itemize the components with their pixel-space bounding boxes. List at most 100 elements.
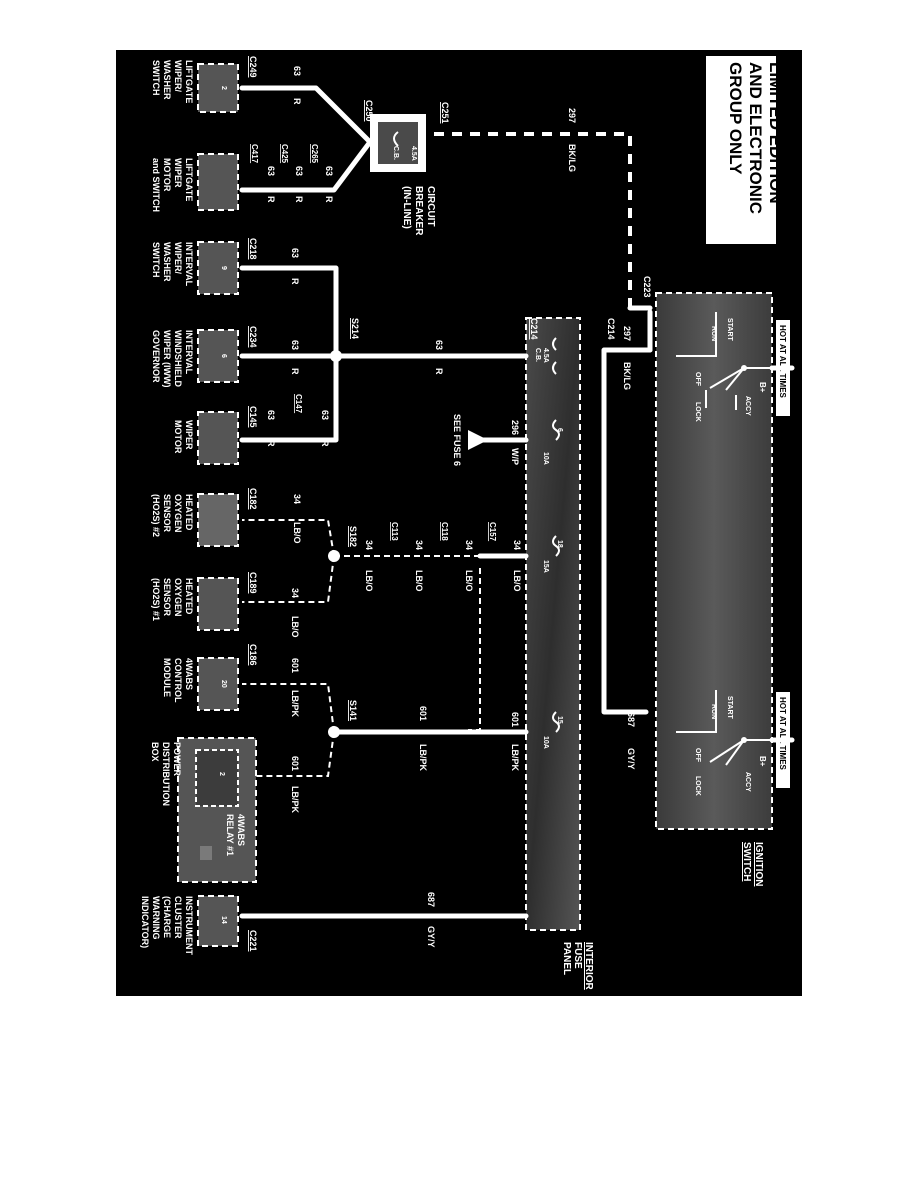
ignition-switch-label-1: IGNITION <box>753 842 764 886</box>
wire-687-color: GY/Y <box>626 748 636 770</box>
banner-line-1: LIMITED EDITION <box>766 62 785 204</box>
wire-63-9-number: 63 <box>266 410 276 420</box>
cluster-l3: (CHARGE <box>162 896 172 938</box>
ign2-start: START <box>726 696 733 720</box>
connector-c417: C417 <box>250 144 259 164</box>
wire-34-3-number: 34 <box>414 540 424 550</box>
wire-601-abs-module <box>242 683 335 733</box>
cluster-l1: INSTRUMENT <box>184 896 194 955</box>
ignition-switch-contacts-1: B+ ACCY START RUN OFF LOCK <box>676 312 772 422</box>
wire-63-wiper-motor <box>239 353 339 443</box>
connector-c234: C234 <box>248 326 258 348</box>
ign1-lock: LOCK <box>694 402 701 422</box>
heated-oxygen-sensor-2: HEATED OXYGEN SENSOR (HO2S) #2 <box>151 493 239 547</box>
ho2s1-l3: SENSOR <box>162 578 172 617</box>
wire-34-3-color: LB/O <box>414 570 424 592</box>
wire-63-liftgate-switch <box>239 85 373 145</box>
banner-text: LIMITED EDITION AND ELECTRONIC GROUP ONL… <box>726 62 785 214</box>
interval-switch-l1: INTERVAL <box>184 242 194 287</box>
wire-34-ho2s2 <box>242 519 335 557</box>
see-fuse-6: SEE FUSE 6 <box>452 414 462 466</box>
splice-s214-label: S214 <box>350 318 360 339</box>
wire-63-1-number: 63 <box>292 66 302 76</box>
wire-63-4-number: 63 <box>266 166 276 176</box>
connector-c157: C157 <box>488 522 497 542</box>
circuit-breaker-inner <box>378 122 418 164</box>
fuse-1-cb: 4.5A C.B. <box>534 337 557 375</box>
wire-297-top <box>428 132 632 308</box>
wire-63-interval-switch <box>239 265 339 359</box>
wire-63-6-number: 63 <box>290 248 300 258</box>
connector-c250: C250 <box>364 100 374 122</box>
connector-c113: C113 <box>390 522 399 541</box>
connector-c218: C218 <box>248 238 258 260</box>
wire-297-to-panel <box>601 347 653 715</box>
4wabs-control-module: 20 4WABS CONTROL MODULE <box>162 657 239 711</box>
wire-34-4-color: LB/O <box>364 570 374 592</box>
abs-module-pin: 20 <box>220 680 227 688</box>
connector-c118: C118 <box>440 522 449 541</box>
wire-297-color: BK/LG <box>567 144 577 172</box>
wire-34-6-color: LB/O <box>290 616 300 638</box>
breaker-type: C.B. <box>392 146 399 160</box>
cluster-l2: CLUSTER <box>173 896 183 939</box>
wire-34-4-number: 34 <box>364 540 374 550</box>
ign1-off: OFF <box>694 372 701 387</box>
fuse-1-type: C.B. <box>534 348 541 362</box>
liftgate-wiper-motor: LIFTGATE WIPER MOTOR and SWITCH <box>151 153 239 212</box>
power-distribution-box: 2 4WABS RELAY #1 POWER DISTRIBUTION BOX <box>150 737 257 883</box>
wire-34-2-number: 34 <box>464 540 474 550</box>
wire-297b-number: 297 <box>622 326 632 341</box>
cluster-pin: 14 <box>220 916 227 924</box>
fuse-panel-label-2: FUSE <box>572 942 583 969</box>
wire-63-8-number: 63 <box>320 410 330 420</box>
fuse-18-number: 18 <box>556 540 563 548</box>
wiring-diagram: LIMITED EDITION AND ELECTRONIC GROUP ONL… <box>116 50 802 996</box>
ignition-switch-box <box>655 292 773 830</box>
wire-63-5-number: 63 <box>434 340 444 350</box>
interval-switch-l3: WASHER <box>162 242 172 282</box>
liftgate-wiper-washer-switch: 2 LIFTGATE WIPER/ WASHER SWITCH <box>151 60 239 113</box>
connector-c251: C251 <box>440 102 450 124</box>
wire-63-5-color: R <box>434 368 444 375</box>
liftgate-switch-l2: WIPER/ <box>173 60 183 93</box>
iww-governor-l2: WINDSHIELD <box>173 330 183 387</box>
wire-297b-color: BK/LG <box>622 362 632 390</box>
liftgate-switch-l3: WASHER <box>162 60 172 100</box>
iww-governor-l4: GOVERNOR <box>151 330 161 383</box>
wire-63-3-number: 63 <box>294 166 304 176</box>
ho2s2-l2: OXYGEN <box>173 494 183 533</box>
ign1-b-plus: B+ <box>758 382 767 393</box>
ignition-switch-label-2: SWITCH <box>741 842 752 881</box>
ign2-run: RUN <box>710 704 717 719</box>
splice-s141-label: S141 <box>348 700 358 721</box>
fuse-18-rating: 15A <box>542 560 549 573</box>
liftgate-motor-l2: WIPER <box>173 158 183 188</box>
ign2-off: OFF <box>694 748 701 763</box>
fuse-6-number: 6 <box>556 428 563 432</box>
wire-297-number: 297 <box>567 108 577 123</box>
interval-switch-l2: WIPER/ <box>173 242 183 275</box>
connector-c221: C221 <box>248 930 258 952</box>
connector-c186: C186 <box>248 644 258 666</box>
fuse-panel-label-1: INTERIOR <box>583 942 594 991</box>
wire-601-4-color: LB/PK <box>290 786 300 814</box>
wire-687b-number: 687 <box>426 892 436 907</box>
banner-line-3: GROUP ONLY <box>726 62 745 175</box>
cluster-l4: WARNING <box>151 896 161 940</box>
interval-wiper-washer-switch: 9 INTERVAL WIPER/ WASHER SWITCH <box>151 241 239 295</box>
ign2-lock: LOCK <box>694 776 701 796</box>
wire-601-1-color: LB/PK <box>510 744 520 772</box>
wire-63-7-number: 63 <box>290 340 300 350</box>
wire-63-2-color: R <box>324 196 334 203</box>
liftgate-switch-pin: 2 <box>220 86 227 90</box>
liftgate-motor-l3: MOTOR <box>162 158 172 192</box>
wire-34-2-color: LB/O <box>464 570 474 592</box>
ign1-start: START <box>726 318 733 342</box>
ho2s1-l1: HEATED <box>184 578 194 615</box>
banner-line-2: AND ELECTRONIC <box>746 62 765 214</box>
wire-34-ho2s1 <box>242 555 335 603</box>
wire-34-5-number: 34 <box>292 494 302 504</box>
liftgate-motor-l4: and SWITCH <box>151 158 161 212</box>
interval-switch-pin: 9 <box>220 266 227 270</box>
